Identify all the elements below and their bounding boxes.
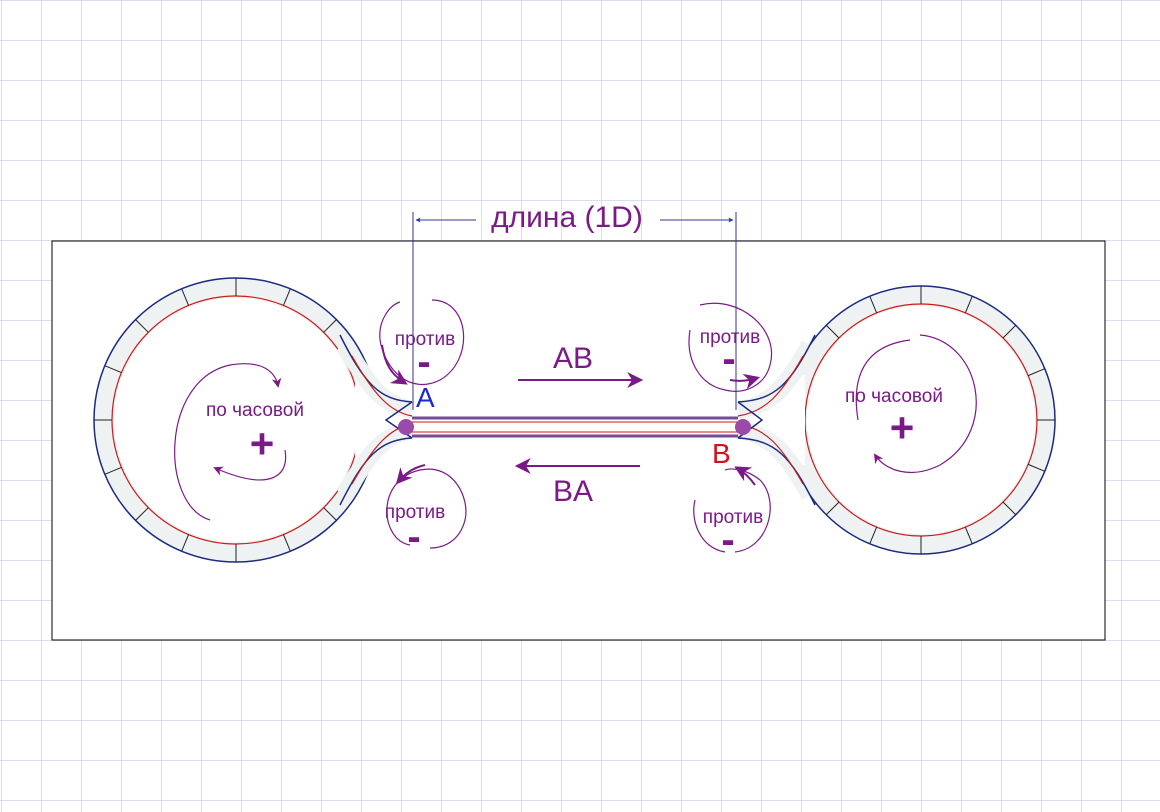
left-clockwise-marker — [174, 363, 287, 521]
segment-tick — [869, 296, 878, 314]
counter-label-3: против — [385, 502, 445, 523]
segment-tick — [181, 288, 190, 306]
right-loop-sign: + — [890, 404, 915, 451]
point-a-dot — [398, 419, 414, 435]
counter-label-2: против — [700, 327, 760, 348]
counter-sign-3: - — [407, 515, 420, 559]
segment-tick — [964, 296, 973, 314]
length-dimension — [412, 212, 737, 410]
point-b-dot — [735, 419, 751, 435]
segment-tick — [825, 324, 840, 339]
counter-marker-top-right — [688, 302, 773, 392]
counter-label-4: против — [703, 507, 763, 528]
point-a-label: A — [416, 382, 435, 413]
direction-ab-label: AB — [553, 342, 593, 375]
segment-tick — [323, 507, 337, 521]
segment-tick — [825, 501, 840, 516]
direction-ba-label: BA — [553, 475, 593, 508]
segment-tick — [869, 526, 878, 544]
counter-marker-bottom-left — [386, 464, 467, 549]
segment-tick — [282, 288, 291, 306]
segment-tick — [282, 534, 291, 552]
segment-tick — [964, 526, 973, 544]
counter-sign-2: - — [722, 337, 735, 381]
right-loop-label: по часовой — [845, 386, 943, 407]
diagram-frame — [51, 240, 1106, 641]
segment-tick — [1002, 501, 1017, 516]
segment-tick — [1027, 463, 1045, 472]
segment-tick — [181, 534, 190, 552]
segment-tick — [135, 507, 149, 521]
counter-sign-4: - — [721, 518, 734, 562]
left-loop-label: по часовой — [206, 400, 304, 421]
counter-label-1: против — [395, 329, 455, 350]
segment-tick — [104, 466, 122, 475]
right-clockwise-marker — [855, 334, 977, 474]
length-label: длина (1D) — [491, 201, 643, 234]
segment-tick — [135, 319, 149, 333]
track-segment-ticks — [94, 278, 1055, 562]
segment-tick — [1002, 324, 1017, 339]
counter-marker-bottom-right — [693, 466, 771, 553]
segment-tick — [323, 319, 337, 333]
segment-tick — [104, 365, 122, 374]
left-loop-sign: + — [250, 420, 275, 467]
point-b-label: B — [712, 438, 731, 469]
counter-sign-1: - — [417, 340, 430, 384]
counter-marker-top-left — [379, 299, 465, 386]
segment-tick — [1027, 368, 1045, 377]
